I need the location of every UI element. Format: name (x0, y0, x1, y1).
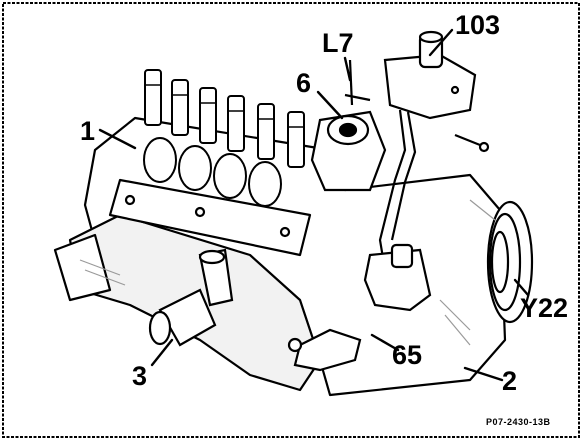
control-linkage (344, 59, 490, 271)
leader-y22 (513, 278, 530, 297)
delivery-valve-holders (144, 69, 305, 168)
governor-assembly (310, 110, 387, 192)
leader-3 (150, 338, 174, 367)
front-cover-plate (108, 178, 312, 257)
callout-3: 3 (132, 361, 148, 391)
callout-2: 2 (502, 366, 518, 396)
leader-103 (428, 28, 454, 57)
leader-65 (370, 333, 400, 352)
mounting-plate (53, 233, 112, 302)
leader-1 (98, 128, 137, 150)
stop-solenoid-3 (148, 248, 234, 347)
callout-y22: Y22 (520, 293, 569, 323)
callout-65: 65 (392, 340, 423, 370)
reference-code: P07-2430-13B (486, 417, 551, 427)
callout-l7: L7 (322, 28, 354, 58)
leader-lines (98, 28, 530, 382)
callout-6: 6 (296, 68, 312, 98)
lower-lever (287, 328, 362, 372)
border (2, 2, 580, 438)
altitude-compensator-103 (383, 30, 477, 120)
shading (79, 199, 496, 346)
callout-103: 103 (455, 10, 501, 40)
pulley-y22 (486, 200, 534, 324)
leader-l7 (343, 56, 352, 82)
leader-6 (316, 90, 344, 120)
center-valve (363, 243, 432, 312)
callout-1: 1 (80, 116, 96, 146)
leader-2 (463, 366, 504, 382)
pump-element-barrels (143, 137, 282, 207)
